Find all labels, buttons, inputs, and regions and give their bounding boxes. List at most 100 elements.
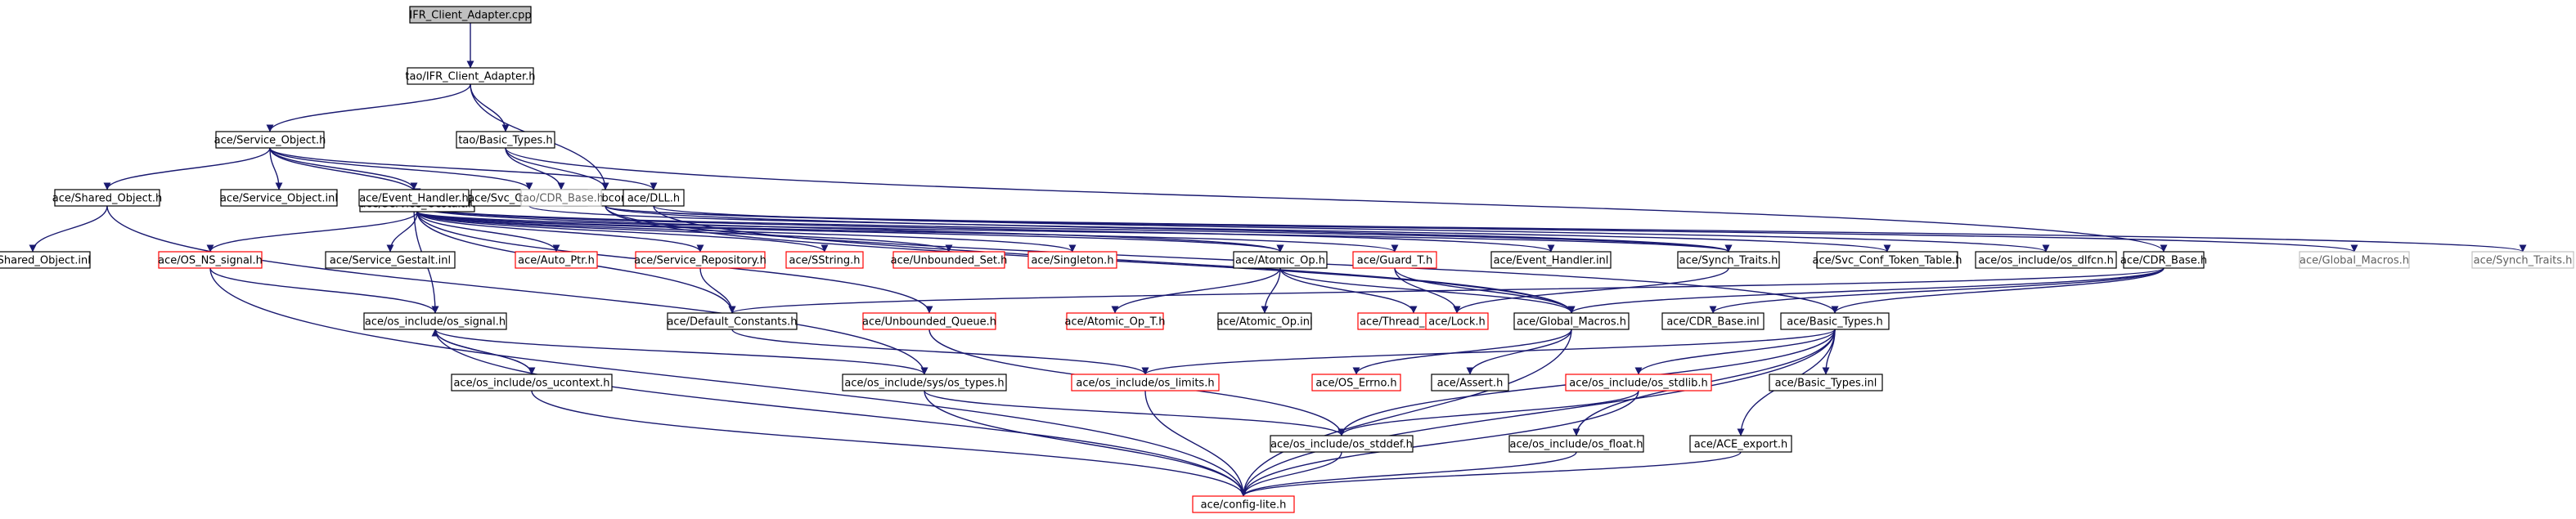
node-box — [862, 312, 996, 330]
node-box — [1975, 251, 2117, 269]
node-os-signal[interactable]: ace/os_include/os_signal.h — [363, 312, 507, 330]
edge-os_sys_types-to-config_lite — [924, 390, 1248, 497]
node-unbounded-queue[interactable]: ace/Unbounded_Queue.h — [862, 312, 996, 330]
node-label: ace/Event_Handler.inl — [1494, 255, 1609, 267]
node-box — [635, 251, 766, 269]
node-box — [1270, 435, 1414, 453]
edge-basic_types-to-os_stdlib — [1634, 329, 1836, 375]
edge-synch_traits-to-lock — [1453, 267, 1729, 314]
node-event-handler-inl[interactable]: ace/Event_Handler.inl — [1490, 251, 1612, 269]
node-ifr-h[interactable]: tao/IFR_Client_Adapter.h — [405, 67, 536, 85]
node-box — [1769, 374, 1883, 391]
node-basic-types[interactable]: ace/Basic_Types.h — [1780, 312, 1890, 330]
node-ace-export[interactable]: ace/ACE_export.h — [1689, 435, 1792, 453]
node-label: ace/Svc_Conf_Token_Table.h — [1813, 255, 1962, 267]
edge-os_signal-to-os_sys_types — [434, 329, 928, 375]
edge-svc_conf_tokens-to-svc_conf_token_table — [528, 205, 1890, 253]
node-label: ace/Default_Constants.h — [667, 316, 797, 329]
node-cdr-base[interactable]: ace/CDR_Base.h — [2120, 251, 2207, 269]
node-os-stdlib[interactable]: ace/os_include/os_stdlib.h — [1565, 374, 1712, 391]
node-box — [220, 189, 338, 207]
node-os-ucontext[interactable]: ace/os_include/os_ucontext.h — [451, 374, 613, 391]
node-box — [1066, 312, 1164, 330]
node-label: ace/OS_NS_signal.h — [158, 255, 263, 267]
node-dll[interactable]: ace/DLL.h — [623, 189, 685, 207]
node-shared-obj-inl[interactable]: ace/Shared_Object.inl — [0, 251, 91, 269]
node-atomic-op-t[interactable]: ace/Atomic_Op_T.h — [1065, 312, 1166, 330]
node-singleton[interactable]: ace/Singleton.h — [1027, 251, 1117, 269]
node-os-float[interactable]: ace/os_include/os_float.h — [1508, 435, 1644, 453]
edge-atomic_op-to-atomic_op_t — [1111, 267, 1281, 314]
edges-layer — [29, 23, 2526, 497]
node-label: ace/Service_Object.h — [214, 135, 326, 147]
node-box — [409, 6, 532, 24]
node-svc-obj[interactable]: ace/Service_Object.h — [214, 131, 326, 149]
node-ifr-cpp: IFR_Client_Adapter.cpp — [409, 6, 532, 24]
node-shared-obj[interactable]: ace/Shared_Object.h — [52, 189, 162, 207]
node-global-macros[interactable]: ace/Global_Macros.h — [1513, 312, 1630, 330]
edge-dll-to-os_dlfcn — [653, 205, 2049, 253]
node-svc-obj-inl[interactable]: ace/Service_Object.inl — [220, 189, 338, 207]
node-os-ns-signal[interactable]: ace/OS_NS_signal.h — [158, 251, 263, 269]
edge-svc_obj-to-svc_gestalt — [269, 147, 421, 196]
node-box — [2471, 251, 2574, 269]
node-box — [1780, 312, 1890, 330]
node-label: ace/os_include/os_signal.h — [365, 316, 506, 329]
edge-svc_gestalt-to-os_ns_signal — [206, 211, 418, 253]
node-lock[interactable]: ace/Lock.h — [1425, 312, 1489, 330]
node-atomic-op[interactable]: ace/Atomic_Op.h — [1233, 251, 1328, 269]
node-atomic-op-inl[interactable]: ace/Atomic_Op.inl — [1216, 312, 1313, 330]
node-tao-cdr-base[interactable]: tao/CDR_Base.h — [519, 189, 604, 207]
node-os-sys-types[interactable]: ace/os_include/sys/os_types.h — [842, 374, 1007, 391]
node-unbounded-set[interactable]: ace/Unbounded_Set.h — [891, 251, 1008, 269]
node-synch-traits[interactable]: ace/Synch_Traits.h — [1677, 251, 1780, 269]
node-label: tao/IFR_Client_Adapter.h — [405, 71, 535, 83]
node-box — [1311, 374, 1401, 391]
node-os-errno[interactable]: ace/OS_Errno.h — [1311, 374, 1401, 391]
node-box — [456, 131, 555, 149]
node-os-limits[interactable]: ace/os_include/os_limits.h — [1071, 374, 1220, 391]
node-label: ace/ACE_export.h — [1694, 439, 1787, 451]
edge-ifr_h-to-tao_basic — [470, 83, 510, 132]
node-box — [515, 251, 598, 269]
node-box — [2299, 251, 2410, 269]
edge-svc_gestalt-to-svc_repo — [416, 211, 704, 253]
node-guard-t[interactable]: ace/Guard_T.h — [1352, 251, 1437, 269]
edge-event_handler-to-atomic_op — [413, 205, 1284, 253]
node-basic-types-inl[interactable]: ace/Basic_Types.inl — [1769, 374, 1883, 391]
node-label: ace/os_include/os_float.h — [1509, 439, 1643, 451]
node-svc-conf-token-table[interactable]: ace/Svc_Conf_Token_Table.h — [1813, 251, 1962, 269]
edge-svc_gestalt-to-guard_t — [416, 211, 1399, 253]
node-os-stddef[interactable]: ace/os_include/os_stddef.h — [1270, 435, 1414, 453]
node-cdr-base-inl[interactable]: ace/CDR_Base.inl — [1661, 312, 1765, 330]
node-auto-ptr[interactable]: ace/Auto_Ptr.h — [515, 251, 598, 269]
edge-os_sys_types-to-os_stddef — [924, 390, 1346, 436]
edge-default_constants-to-os_limits — [731, 329, 1149, 375]
node-box — [667, 312, 798, 330]
node-event-handler[interactable]: ace/Event_Handler.h — [358, 189, 470, 207]
node-box — [1490, 251, 1612, 269]
node-sstring[interactable]: ace/SString.h — [785, 251, 864, 269]
node-svc-repo[interactable]: ace/Service_Repository.h — [634, 251, 767, 269]
node-box — [1425, 312, 1489, 330]
node-label: ace/os_include/os_stddef.h — [1270, 439, 1413, 451]
node-config-lite[interactable]: ace/config-lite.h — [1192, 495, 1295, 513]
edge-os_stdlib-to-os_stddef — [1337, 390, 1639, 436]
node-synch-traits-sys[interactable]: ace/Synch_Traits.h — [2471, 251, 2574, 269]
node-default-constants[interactable]: ace/Default_Constants.h — [667, 312, 798, 330]
node-os-dlfcn[interactable]: ace/os_include/os_dlfcn.h — [1975, 251, 2117, 269]
node-label: ace/Auto_Ptr.h — [518, 255, 595, 267]
node-box — [1431, 374, 1509, 391]
edge-cdr_base-to-cdr_base_inl — [1709, 267, 2165, 314]
node-assert[interactable]: ace/Assert.h — [1431, 374, 1509, 391]
node-box — [363, 312, 507, 330]
node-svc-gestalt-inl[interactable]: ace/Service_Gestalt.inl — [325, 251, 456, 269]
node-label: tao/CDR_Base.h — [519, 193, 604, 205]
node-global-macros-sys[interactable]: ace/Global_Macros.h — [2299, 251, 2410, 269]
edge-tao_basic-to-orbconf — [505, 147, 609, 190]
edge-os_limits-to-config_lite — [1144, 390, 1248, 497]
node-box — [1233, 251, 1328, 269]
edge-event_handler-to-synch_traits — [413, 205, 1733, 253]
node-tao-basic[interactable]: tao/Basic_Types.h — [456, 131, 555, 149]
node-box — [407, 67, 534, 85]
